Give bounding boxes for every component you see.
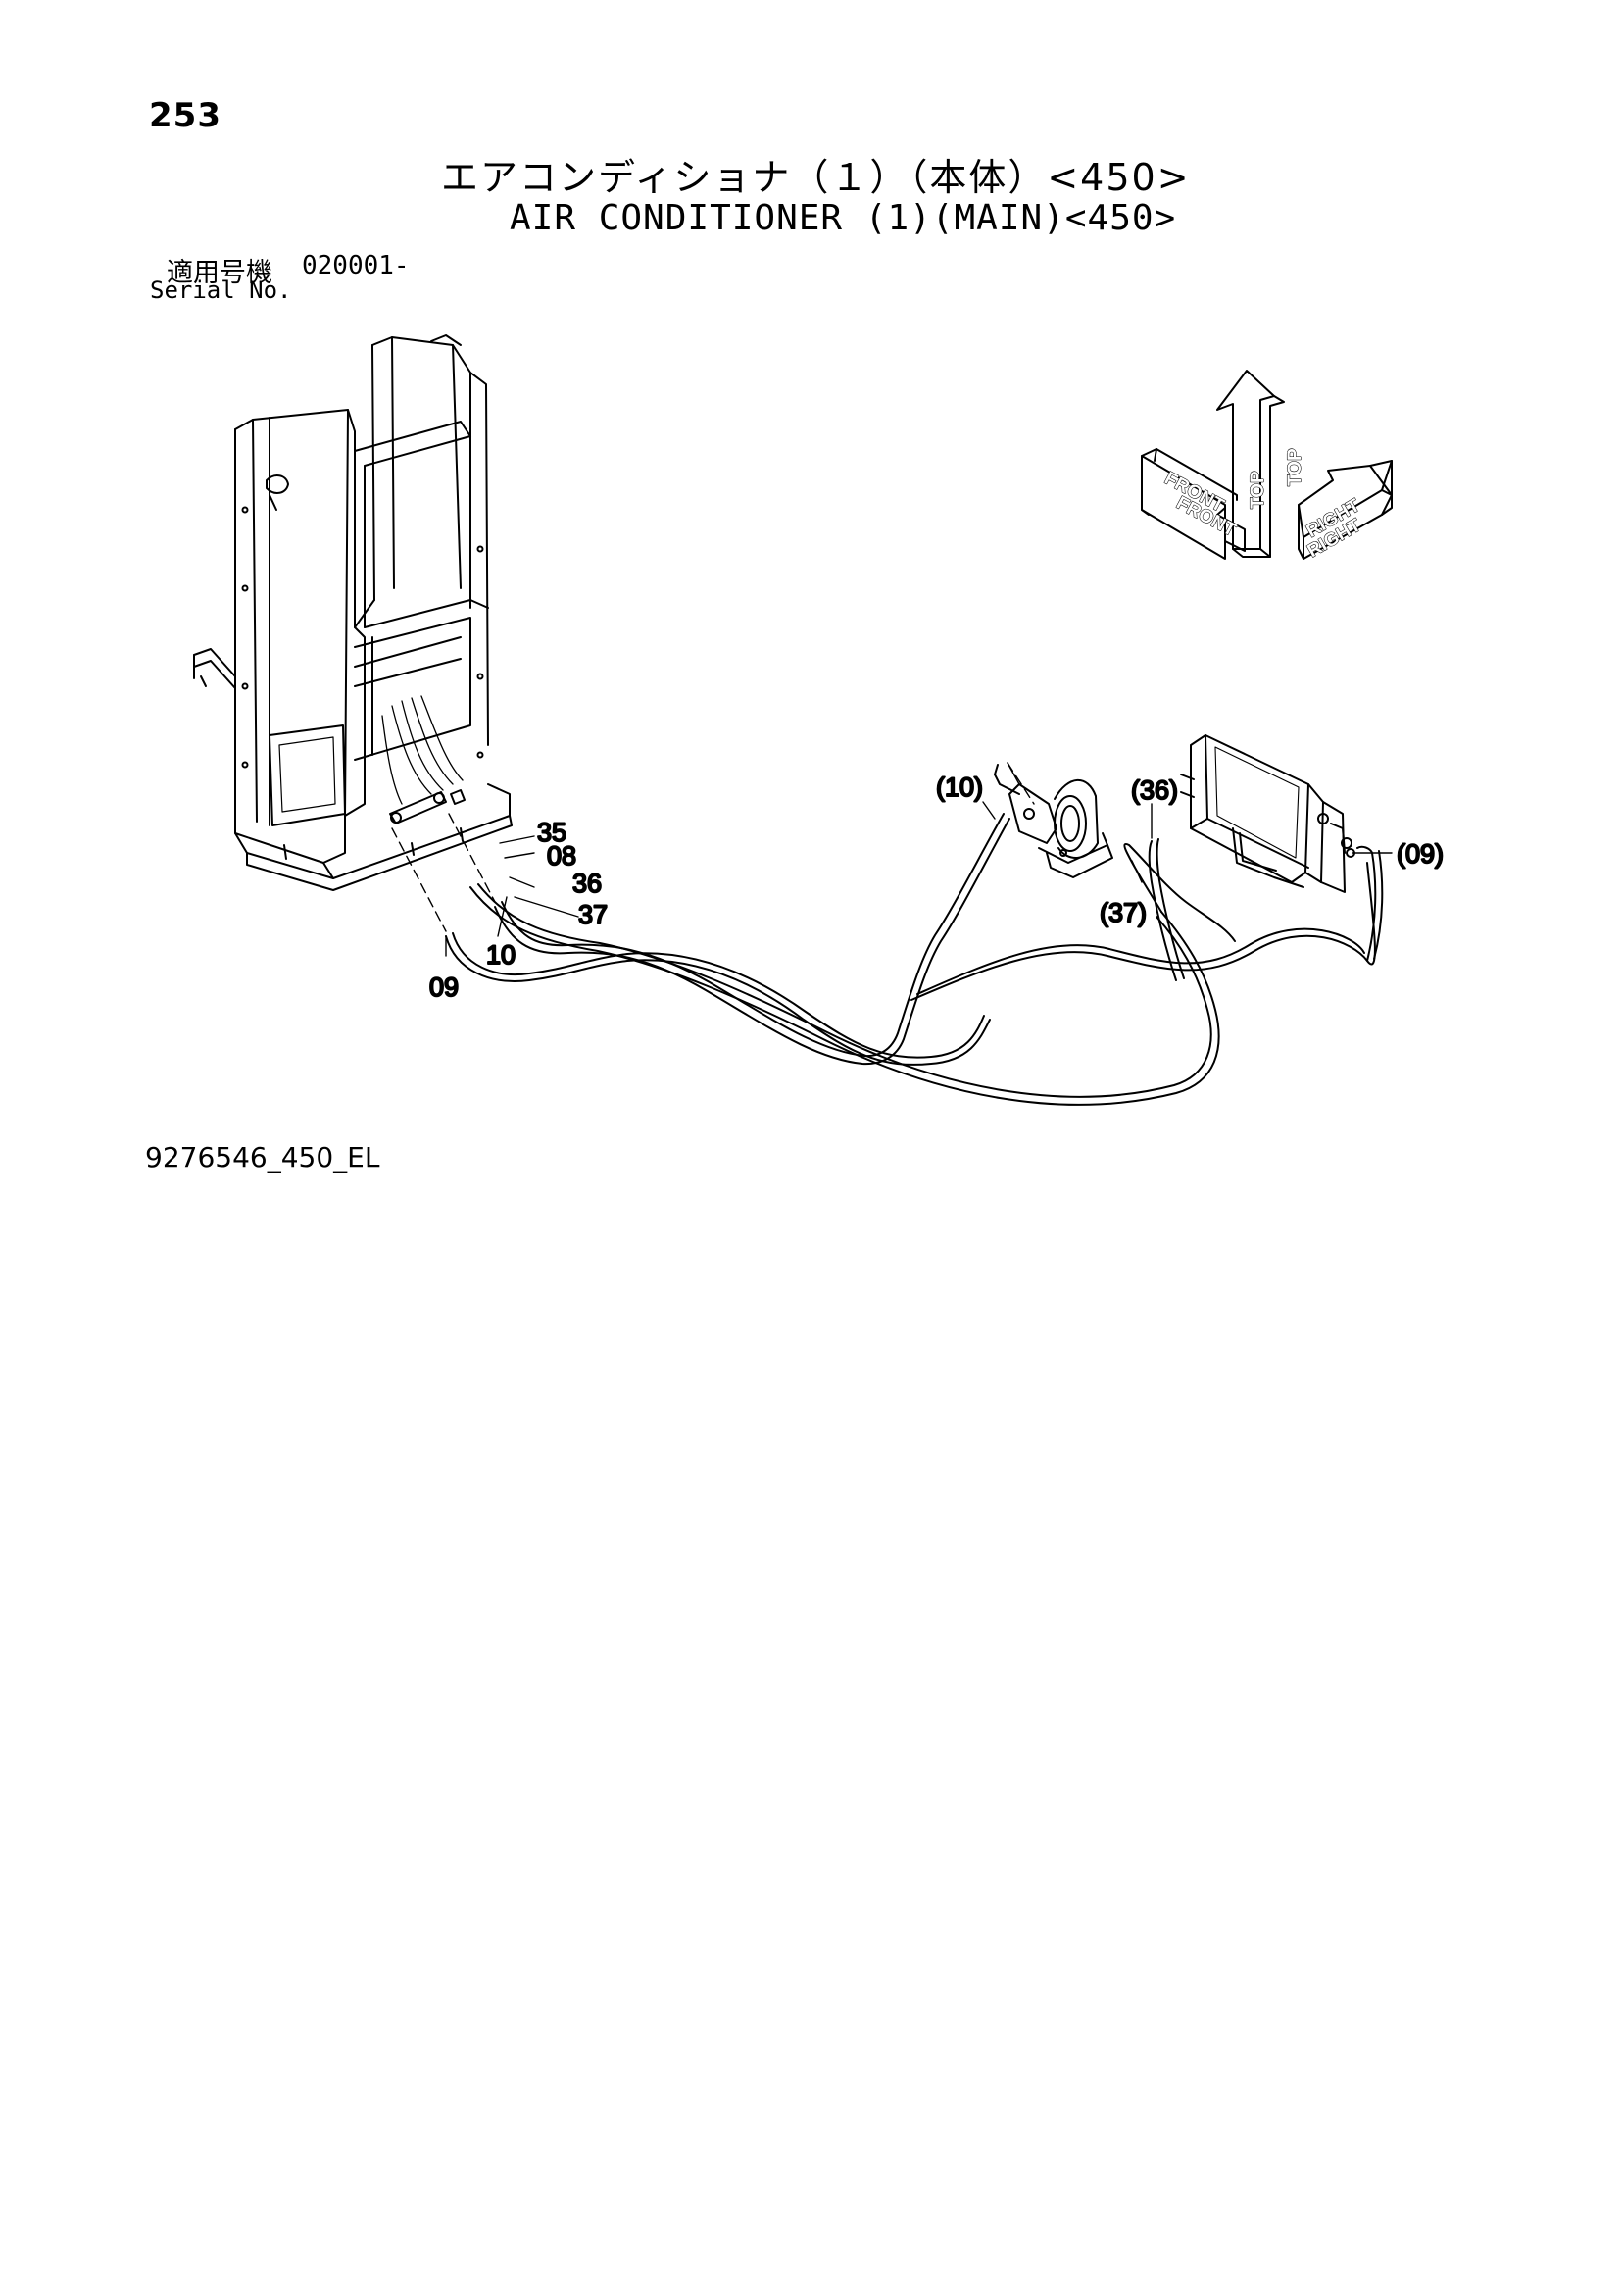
callout-08: 08 bbox=[547, 841, 576, 871]
callout-09-paren: (09) bbox=[1397, 839, 1444, 869]
compressor-unit bbox=[994, 762, 1113, 878]
callout-37: 37 bbox=[578, 900, 608, 929]
serial-number-value: 020001- bbox=[302, 251, 410, 280]
title-japanese: エアコンディショナ（１）（本体）<450> bbox=[441, 156, 1191, 199]
callout-36-paren: (36) bbox=[1131, 775, 1178, 805]
orientation-top-label: TOP bbox=[1248, 471, 1268, 509]
callout-leaders bbox=[445, 801, 1393, 957]
serial-label-english: Serial No. bbox=[150, 276, 292, 304]
callout-09: 09 bbox=[429, 973, 459, 1002]
orientation-top-label-2: TOP bbox=[1285, 448, 1305, 486]
hose-fittings-base bbox=[389, 789, 466, 824]
callout-10-paren: (10) bbox=[936, 773, 983, 802]
cab-frame-structure bbox=[193, 334, 513, 891]
callout-36: 36 bbox=[572, 869, 602, 898]
refrigerant-hoses bbox=[445, 813, 1384, 1106]
orientation-arrows bbox=[1141, 370, 1393, 560]
condenser-unit bbox=[1180, 734, 1355, 893]
title-english: AIR CONDITIONER (1)(MAIN)<450> bbox=[510, 198, 1177, 238]
callout-35: 35 bbox=[537, 818, 566, 847]
drawing-code: 9276546_450_EL bbox=[145, 1141, 380, 1173]
page-number: 253 bbox=[149, 96, 221, 135]
serial-label-japanese: 適用号機 bbox=[167, 258, 272, 288]
callout-37-paren: (37) bbox=[1100, 898, 1147, 927]
callout-10: 10 bbox=[486, 940, 516, 970]
parts-diagram: TOP TOP FRONT FRONT RIGHT RIGHT 35 08 36… bbox=[193, 334, 1445, 1106]
